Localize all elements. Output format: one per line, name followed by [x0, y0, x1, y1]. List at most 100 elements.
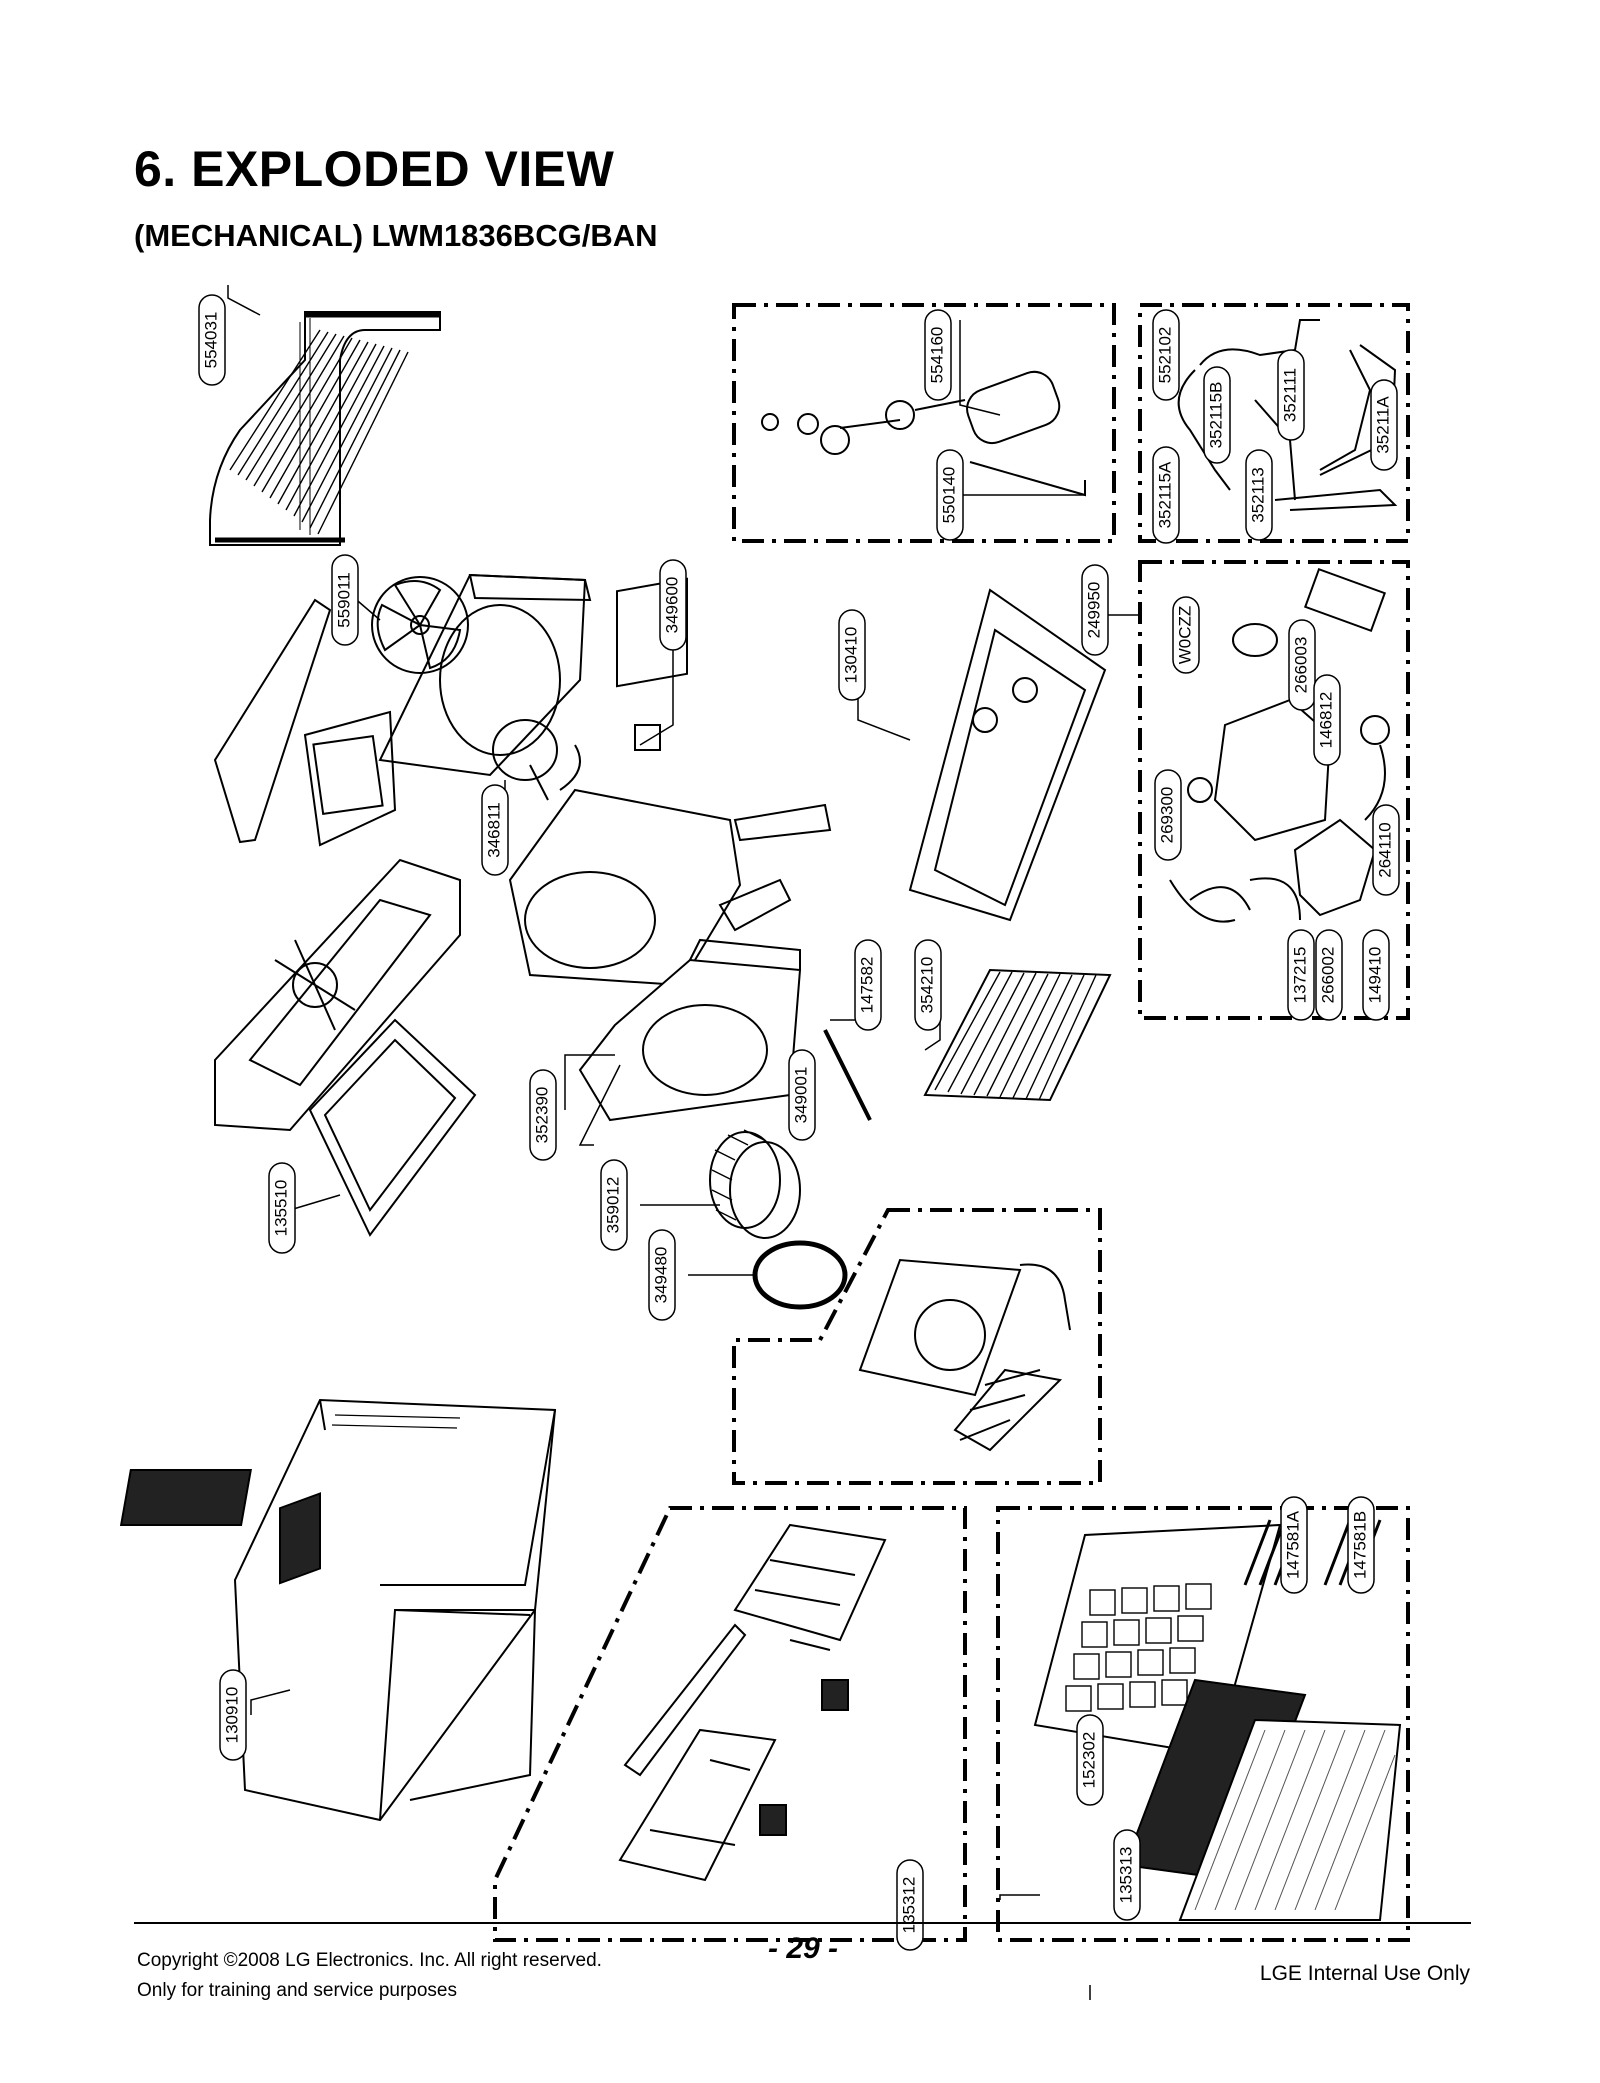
group-boxes [493, 303, 1410, 1942]
svg-text:147581A: 147581A [1283, 1510, 1302, 1579]
svg-text:552102: 552102 [1155, 327, 1174, 384]
compressor [761, 370, 1086, 497]
label-269300: 269300 [1154, 769, 1182, 861]
svg-text:266002: 266002 [1318, 947, 1337, 1004]
label-249950: 249950 [1081, 564, 1109, 656]
label-W0CZZ: W0CZZ [1172, 596, 1200, 674]
label-554031: 554031 [198, 294, 226, 386]
svg-text:146812: 146812 [1316, 692, 1335, 749]
label-346811: 346811 [481, 784, 509, 876]
svg-text:354210: 354210 [917, 957, 936, 1014]
svg-text:352115B: 352115B [1206, 382, 1225, 449]
label-266003: 266003 [1288, 619, 1316, 711]
motor-mount [616, 577, 688, 751]
svg-text:137215: 137215 [1290, 947, 1309, 1004]
fan-shroud [378, 573, 592, 777]
svg-text:152302: 152302 [1079, 1732, 1098, 1789]
svg-text:346811: 346811 [484, 802, 503, 857]
label-147582: 147582 [854, 939, 882, 1031]
electrical-parts [1169, 567, 1390, 923]
purpose-text: Only for training and service purposes [137, 1980, 457, 2001]
base-pan [214, 858, 461, 1132]
svg-text:352111: 352111 [1280, 368, 1299, 422]
rail-base [908, 588, 1107, 922]
label-137215: 137215 [1287, 929, 1315, 1021]
condenser-coil [209, 311, 441, 546]
label-559011: 559011 [331, 554, 359, 646]
svg-text:352390: 352390 [532, 1087, 551, 1144]
model-subtitle: (MECHANICAL) LWM1836BCG/BAN [134, 218, 658, 253]
svg-text:349480: 349480 [651, 1247, 670, 1304]
electrical-group-box [1138, 560, 1410, 1020]
label-147581B: 147581B [1347, 1496, 1375, 1594]
svg-text:147582: 147582 [857, 957, 876, 1014]
svg-text:264110: 264110 [1375, 822, 1394, 877]
label-130410: 130410 [838, 609, 866, 701]
svg-text:554031: 554031 [201, 312, 220, 369]
footer-divider [134, 1922, 1471, 1924]
label-135312: 135312 [896, 1859, 924, 1951]
svg-text:352113: 352113 [1248, 467, 1267, 522]
label-352115B: 352115B [1203, 366, 1231, 464]
label-359012: 359012 [600, 1159, 628, 1251]
label-264110: 264110 [1372, 804, 1400, 896]
svg-text:130410: 130410 [841, 627, 860, 684]
svg-text:135312: 135312 [899, 1877, 918, 1934]
label-135510: 135510 [268, 1162, 296, 1254]
label-266002: 266002 [1315, 929, 1343, 1021]
label-354210: 354210 [914, 939, 942, 1031]
label-352390: 352390 [529, 1069, 557, 1161]
side-curtains [618, 1523, 887, 1882]
label-352115A: 352115A [1152, 446, 1180, 544]
slide-rod [823, 1029, 872, 1121]
heater-assembly [858, 1258, 1071, 1452]
svg-text:130910: 130910 [222, 1687, 241, 1744]
copyright-text: Copyright ©2008 LG Electronics. Inc. All… [137, 1950, 602, 1971]
svg-text:266003: 266003 [1291, 637, 1310, 694]
label-147581A: 147581A [1280, 1496, 1308, 1594]
cabinet [119, 1398, 557, 1822]
label-349480: 349480 [648, 1229, 676, 1321]
motor [492, 719, 581, 801]
label-349600: 349600 [659, 559, 687, 651]
page-title: 6. EXPLODED VIEW [134, 141, 615, 197]
svg-text:352115A: 352115A [1155, 461, 1174, 528]
svg-text:W0CZZ: W0CZZ [1175, 606, 1194, 665]
label-146812: 146812 [1313, 674, 1341, 766]
page-number: - 29 - [768, 1932, 839, 1965]
label-550140: 550140 [936, 449, 964, 541]
svg-text:559011: 559011 [334, 572, 353, 627]
svg-text:149410: 149410 [1365, 947, 1384, 1004]
evaporator-coil [923, 968, 1112, 1102]
internal-use-note: LGE Internal Use Only [1259, 1962, 1470, 1985]
label-130910: 130910 [219, 1669, 247, 1761]
front-grille [1033, 1519, 1402, 1921]
part-labels: 554031 559011 349600 346811 130410 55416… [198, 294, 1400, 1951]
svg-text:359012: 359012 [603, 1177, 622, 1234]
svg-text:135510: 135510 [271, 1180, 290, 1237]
filter-panel [308, 1018, 477, 1237]
heater-group-box [732, 1208, 1102, 1485]
tubing-group-box [1138, 303, 1410, 543]
svg-text:135313: 135313 [1116, 1847, 1135, 1904]
label-554160: 554160 [924, 309, 952, 401]
orifice-ring [752, 1240, 848, 1310]
blower-wheel [709, 1129, 801, 1239]
svg-text:349600: 349600 [662, 577, 681, 634]
svg-text:147581B: 147581B [1350, 1511, 1369, 1579]
compressor-group-box [732, 303, 1116, 543]
label-35211A: 35211A [1370, 379, 1398, 471]
label-149410: 149410 [1362, 929, 1390, 1021]
svg-text:554160: 554160 [927, 327, 946, 384]
label-352113: 352113 [1245, 449, 1273, 541]
fan-blade [371, 576, 469, 674]
svg-text:349001: 349001 [791, 1067, 810, 1124]
label-135313: 135313 [1113, 1829, 1141, 1921]
label-552102: 552102 [1152, 309, 1180, 401]
side-curtain-group-box [493, 1506, 967, 1942]
label-349001: 349001 [788, 1049, 816, 1141]
scroll-housing [508, 788, 832, 987]
svg-text:269300: 269300 [1157, 787, 1176, 844]
svg-text:249950: 249950 [1084, 582, 1103, 639]
